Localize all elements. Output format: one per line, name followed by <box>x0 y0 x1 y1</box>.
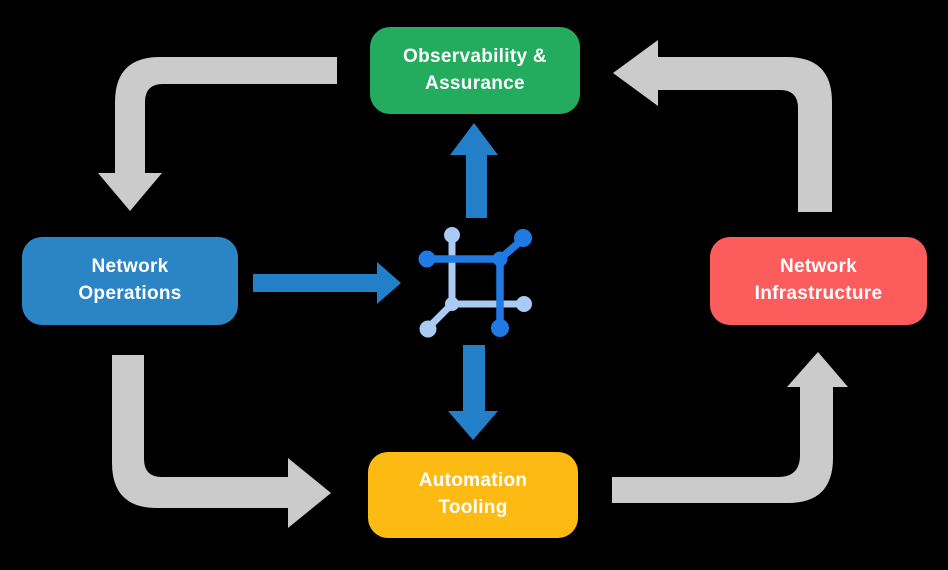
automation-tooling-box: Automation Tooling <box>368 452 578 538</box>
arrow-network-infrastructure-to-observability <box>613 40 832 212</box>
observability-assurance-box: Observability & Assurance <box>370 27 580 114</box>
arrow-automation-tooling-to-network-infrastructure <box>612 352 848 503</box>
arrow-hub-to-automation-tooling <box>448 345 498 440</box>
box-label: Observability & Assurance <box>403 45 547 94</box>
network-hub-icon <box>418 227 532 338</box>
hub-dark-elements <box>418 229 532 337</box>
box-label: Network Operations <box>78 256 182 304</box>
hub-light-elements <box>419 227 532 338</box>
arrow-network-operations-to-automation-tooling <box>112 355 331 528</box>
box-label: Network Infrastructure <box>754 256 883 304</box>
network-infrastructure-box: Network Infrastructure <box>710 237 927 325</box>
network-operations-box: Network Operations <box>22 237 238 325</box>
box-label: Automation Tooling <box>418 470 528 518</box>
arrow-observability-to-network-operations <box>98 57 337 211</box>
arrow-hub-to-observability <box>450 123 498 218</box>
arrow-network-operations-to-hub <box>253 262 401 304</box>
